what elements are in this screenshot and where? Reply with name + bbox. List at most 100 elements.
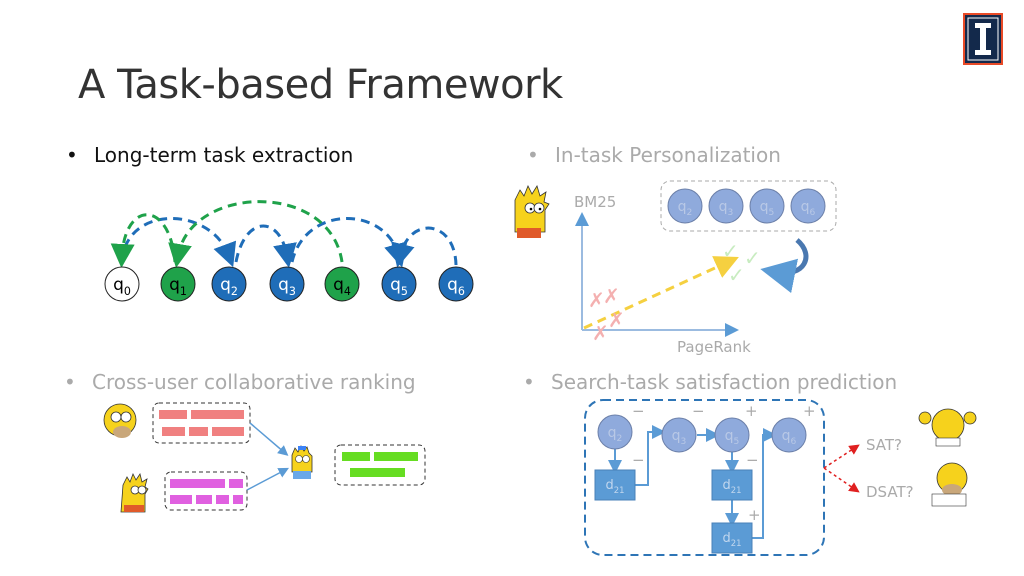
bullet-satisfaction-prediction: • Search-task satisfaction prediction	[523, 370, 897, 394]
user-b-results	[164, 471, 248, 511]
satisfaction-node-q3: q3	[661, 417, 697, 453]
sat-label: SAT?	[866, 436, 902, 454]
collaborative-results	[334, 444, 426, 486]
arrow-to-dsat	[823, 467, 860, 493]
search-task-box	[584, 399, 825, 556]
arc-q3-q5	[290, 217, 408, 268]
negative-marks: ✗✗ ✗✗	[588, 284, 625, 345]
node-label: q3	[719, 199, 734, 218]
personalization-node-q2: q2	[667, 188, 703, 224]
x-mark-icon: ✗	[592, 321, 609, 345]
homer-happy-avatar	[918, 408, 977, 447]
minus-sign: −	[632, 451, 645, 469]
bullet-in-task-personalization: • In-task Personalization	[527, 143, 781, 167]
node-label: q6	[447, 275, 465, 298]
query-node-q2: q2	[211, 266, 247, 302]
task-nodes: q0 q1 q2 q3 q4 q5 q6	[104, 266, 474, 302]
plus-sign: +	[803, 402, 816, 420]
clicked-document: d21	[711, 469, 753, 501]
check-mark-icon: ✓	[744, 246, 761, 270]
personalization-node-q6: q6	[790, 188, 826, 224]
user-a-results	[152, 402, 251, 444]
user-a-result-bars	[159, 410, 244, 436]
arc-q6-q5	[391, 226, 458, 268]
node-label: q3	[278, 275, 296, 298]
query-node-q6: q6	[438, 266, 474, 302]
task-arcs	[110, 200, 458, 268]
node-label: q2	[220, 275, 238, 298]
positive-marks: ✓✓✓	[722, 239, 761, 287]
node-label: d21	[605, 478, 624, 495]
node-label: q2	[608, 425, 623, 444]
clicked-document: d21	[594, 469, 636, 501]
bullet-dot: •	[527, 143, 539, 167]
satisfaction-node-q5: q5	[714, 417, 750, 453]
maggie-avatar	[291, 445, 313, 479]
node-label: d21	[722, 478, 741, 495]
node-label: q1	[169, 275, 187, 298]
query-node-q0: q0	[104, 266, 140, 302]
personalization-query-group	[660, 180, 837, 232]
bullet-cross-user-ranking: • Cross-user collaborative ranking	[64, 370, 416, 394]
bullet-dot: •	[64, 370, 76, 394]
satisfaction-node-q2: q2	[597, 414, 633, 450]
minus-sign: −	[632, 402, 645, 420]
node-label: q5	[760, 199, 775, 218]
query-node-q5: q5	[381, 266, 417, 302]
bullet-dot: •	[523, 370, 535, 394]
node-label: q6	[801, 199, 816, 218]
node-label: q2	[678, 199, 693, 218]
slide-title: A Task-based Framework	[78, 62, 563, 108]
node-label: q0	[113, 275, 131, 298]
personalization-node-q3: q3	[708, 188, 744, 224]
plus-sign: +	[748, 506, 761, 524]
homer-sad-avatar	[931, 462, 968, 507]
node-label: q6	[782, 428, 797, 447]
arrow-b-to-maggie	[246, 467, 289, 491]
homer-avatar-left	[103, 403, 137, 438]
bullet-label: Cross-user collaborative ranking	[92, 370, 416, 394]
node-label: d21	[722, 531, 741, 548]
arc-q4-q1	[168, 200, 344, 268]
bullet-long-term-task-extraction: • Long-term task extraction	[66, 143, 353, 167]
x-mark-icon: ✗	[608, 308, 625, 332]
query-node-q3: q3	[269, 266, 305, 302]
x-mark-icon: ✗	[603, 284, 620, 308]
minus-sign: −	[746, 451, 759, 469]
bullet-label: In-task Personalization	[555, 143, 781, 167]
clicked-document: d21	[711, 522, 753, 554]
satisfaction-flow-arrows	[608, 425, 777, 539]
query-node-q1: q1	[160, 266, 196, 302]
node-label: q5	[725, 428, 740, 447]
arrow-a-to-maggie	[249, 422, 289, 456]
bullet-label: Long-term task extraction	[94, 143, 354, 167]
query-node-q4: q4	[324, 266, 360, 302]
personalization-node-q5: q5	[749, 188, 785, 224]
check-mark-icon: ✓	[728, 263, 745, 287]
satisfaction-nodes: q2 q3 q5 q6 d21 d21 d21	[594, 414, 807, 554]
node-label: q4	[333, 275, 351, 298]
y-axis-label: BM25	[574, 193, 616, 211]
preference-direction	[583, 256, 739, 330]
minus-sign: −	[692, 402, 705, 420]
arrow-to-sat	[823, 444, 860, 469]
personalization-query-nodes: q2 q3 q5 q6	[667, 188, 826, 224]
user-b-result-bars	[170, 479, 243, 504]
plus-sign: +	[745, 402, 758, 420]
feedback-signs: − − + + − − +	[632, 402, 816, 524]
lisa-avatar-top	[514, 185, 550, 238]
arc-q2-q3	[234, 224, 297, 268]
rerank-arrow-icon	[760, 238, 809, 294]
node-label: q3	[672, 428, 687, 447]
x-axis-label: PageRank	[677, 338, 751, 356]
lisa-avatar-left	[120, 473, 149, 513]
node-label: q5	[390, 275, 408, 298]
check-mark-icon: ✓	[722, 239, 739, 263]
bullet-label: Search-task satisfaction prediction	[551, 370, 898, 394]
satisfaction-node-q6: q6	[771, 417, 807, 453]
collaborative-result-bars	[342, 452, 418, 477]
university-logo	[963, 13, 1003, 65]
bullet-dot: •	[66, 143, 78, 167]
dsat-label: DSAT?	[866, 483, 914, 501]
